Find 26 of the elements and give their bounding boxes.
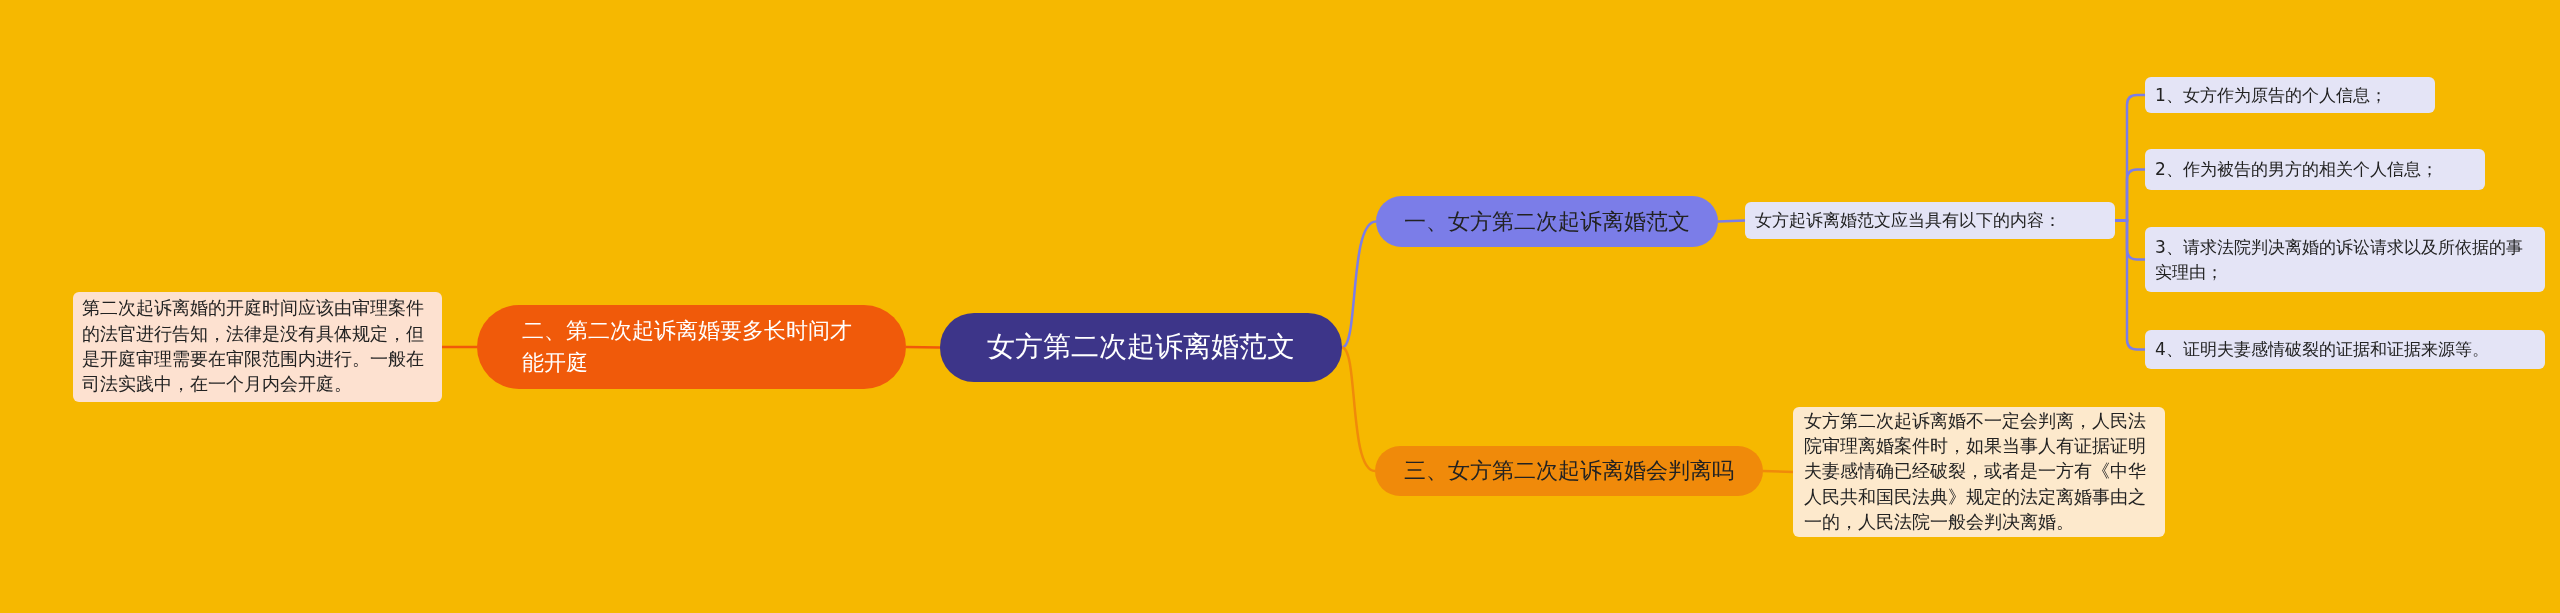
- topic-text: 4、证明夫妻感情破裂的证据和证据来源等。: [2155, 338, 2489, 362]
- connector-line: [1341, 346, 1376, 473]
- branch-topic: [1375, 446, 1763, 496]
- leaf-topic: [2145, 149, 2485, 190]
- topic-text: 一、女方第二次起诉离婚范文: [1404, 207, 1690, 236]
- leaf-topic: [2145, 227, 2545, 292]
- leaf-topic: [2145, 77, 2435, 113]
- topic-text: 女方第二次起诉离婚范文: [987, 329, 1295, 366]
- topic-text: 三、女方第二次起诉离婚会判离吗: [1404, 457, 1734, 486]
- leaf-topic: [2145, 330, 2545, 369]
- topic-text: 2、作为被告的男方的相关个人信息；: [2155, 158, 2438, 182]
- branch-topic: [1376, 196, 1718, 247]
- topic-text: 二、第二次起诉离婚要多长时间才能开庭: [522, 317, 853, 377]
- connector-line: [1717, 219, 1746, 223]
- topic-text: 女方第二次起诉离婚不一定会判离，人民法院审理离婚案件时，如果当事人有证据证明夫妻感情确已经破裂，或者是一方有《中华人民共和国民法典》规定的法定离婚事由之一的，人民法院一般会判决离婚。: [1804, 409, 2147, 535]
- connector-line: [906, 345, 940, 349]
- connector-line: [1762, 469, 1794, 474]
- connector-line: [2115, 219, 2145, 351]
- connector-line: [1341, 220, 1377, 349]
- topic-text: 3、请求法院判决离婚的诉讼请求以及所依据的事实理由；: [2155, 235, 2524, 284]
- topic-text: 1、女方作为原告的个人信息；: [2155, 83, 2387, 107]
- topic-text: 第二次起诉离婚的开庭时间应该由审理案件的法官进行告知，法律是没有具体规定，但是开庭审理需要在审限范围内进行。一般在司法实践中，在一个月内会开庭。: [82, 297, 425, 397]
- connector-line: [442, 345, 477, 349]
- topic-text: 女方起诉离婚范文应当具有以下的内容：: [1755, 209, 2061, 233]
- leaf-topic: [73, 292, 442, 402]
- leaf-topic: [1745, 202, 2115, 239]
